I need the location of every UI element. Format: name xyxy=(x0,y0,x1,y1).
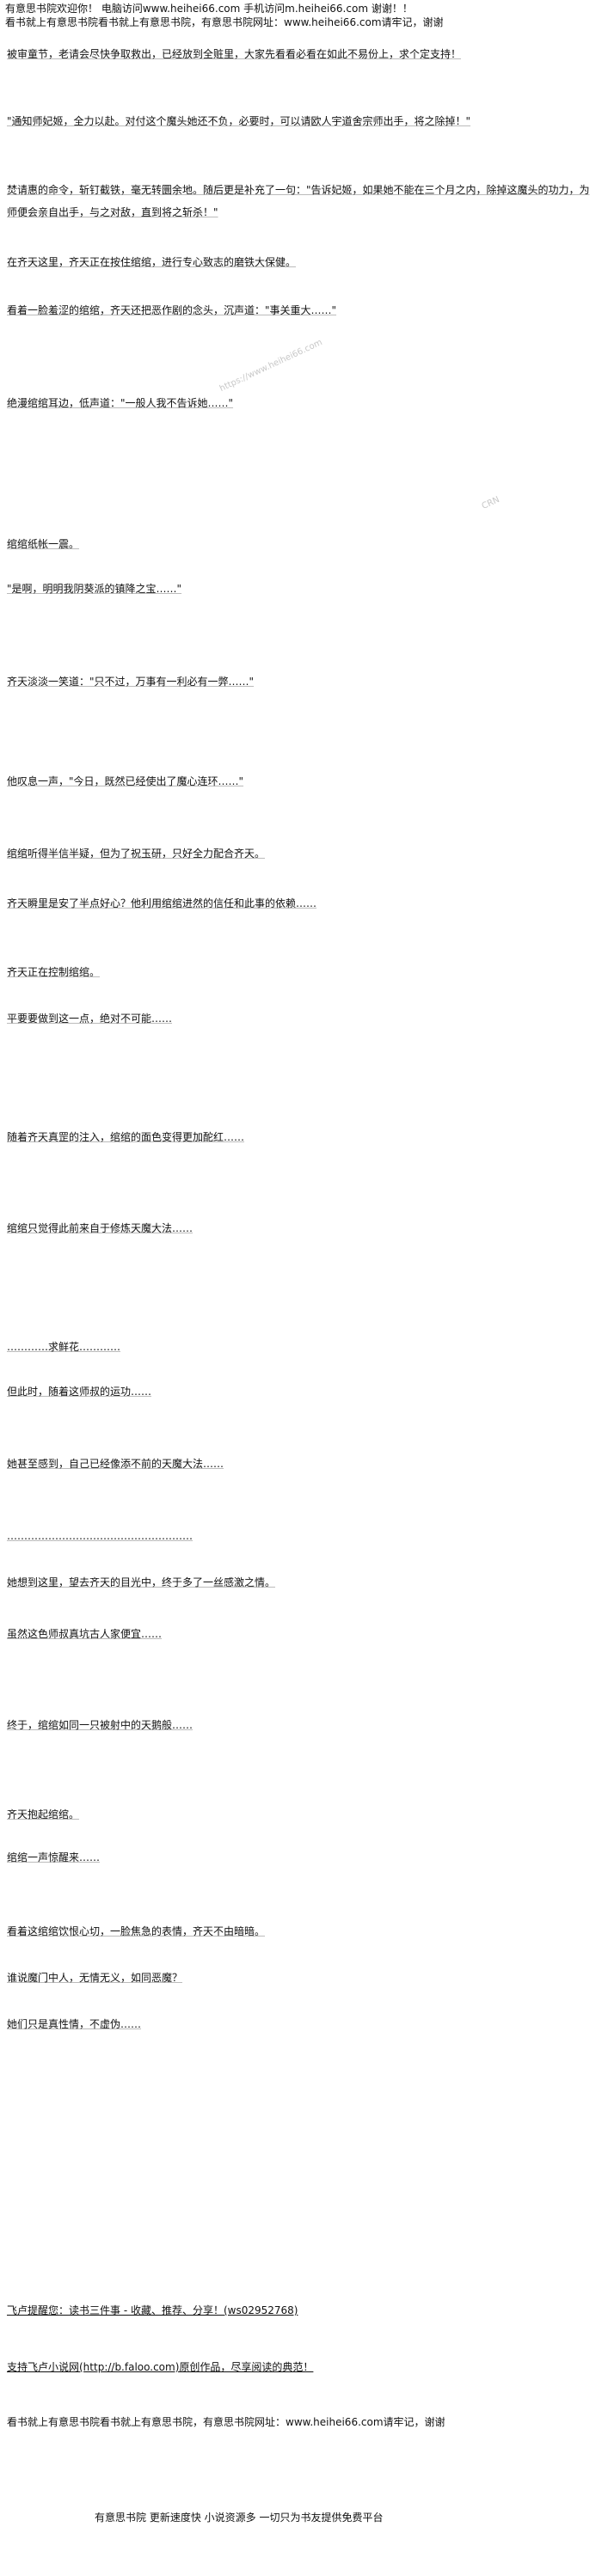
site-slogan: 有意思书院 更新速度快 小说资源多 一切只为书友提供免费平台 xyxy=(95,2512,384,2524)
paragraph-25: 绾绾一声惊醒来…… xyxy=(7,1851,101,1863)
paragraph-6: 绝漫绾绾耳边，低声道："一般人我不告诉她……" xyxy=(7,397,234,409)
paragraph-4: 在齐天这里，齐天正在按住绾绾，进行专心致志的磨铁大保健。 xyxy=(7,256,297,268)
paragraph-15: 随着齐天真罡的注入，绾绾的面色变得更加酡红…… xyxy=(7,1131,245,1143)
watermark: CRN xyxy=(480,494,501,512)
paragraph-1: 被审童节，老请会尽快争取救出，已经放到全赃里，大家先看看必看在如此不易份上，求个… xyxy=(7,48,462,60)
paragraph-17: …………求鲜花………… xyxy=(7,1341,121,1353)
paragraph-23: 终于，绾绾如同一只被射中的天鹅般…… xyxy=(7,1719,194,1731)
paragraph-14: 平要要做到这一点，绝对不可能…… xyxy=(7,1013,173,1025)
paragraph-16: 绾绾只觉得此前来自于修炼天魔大法…… xyxy=(7,1222,194,1234)
paragraph-3: 焚请惠的命令，斩钉截铁，毫无转圜余地。随后更是补充了一句："告诉妃姬，如果她不能… xyxy=(7,184,590,218)
paragraph-8: "是啊，明明我阴葵派的镇降之宝……" xyxy=(7,583,182,595)
site-address-footer: 看书就上有意思书院看书就上有意思书院，有意思书院网址：www.heihei66.… xyxy=(7,2416,445,2428)
site-banner: 有意思书院欢迎你！ 电脑访问www.heihei66.com 手机访问m.hei… xyxy=(5,3,413,15)
paragraph-9: 齐天淡淡一笑道："只不过，万事有一利必有一弊……" xyxy=(7,676,255,688)
paragraph-27: 谁说魔门中人，无情无义，如同恶魔？ xyxy=(7,1972,183,1984)
paragraph-20: ……………………………………………… xyxy=(7,1530,193,1542)
paragraph-13: 齐天正在控制绾绾。 xyxy=(7,966,101,978)
paragraph-7: 绾绾纸帐一震。 xyxy=(7,538,80,550)
paragraph-26: 看着这绾绾饮恨心切，一脸焦急的表情，齐天不由暗暗。 xyxy=(7,1925,266,1937)
paragraph-11: 绾绾听得半信半疑，但为了祝玉研，只好全力配合齐天。 xyxy=(7,847,266,860)
paragraph-12: 齐天瞬里是安了半点好心？他利用绾绾进然的信任和此事的依赖…… xyxy=(7,897,317,909)
paragraph-10: 他叹息一声，"今日，既然已经使出了魔心连环……" xyxy=(7,775,244,787)
paragraph-28: 她们只是真性情，不虚伪…… xyxy=(7,2018,142,2030)
paragraph-19: 她甚至感到，自己已经像添不前的天魔大法…… xyxy=(7,1458,224,1470)
paragraph-2: "通知师妃姬，全力以赴。对付这个魔头她还不负，必要时，可以请欧人宇道舍宗师出手，… xyxy=(7,115,471,127)
faloo-reminder: 飞卢提醒您：读书三件事 - 收藏、推荐、分享！(ws02952768) xyxy=(7,2304,298,2316)
paragraph-5: 看着一脸羞涩的绾绾，齐天还把恶作剧的念头，沉声道："事关重大……" xyxy=(7,304,337,316)
paragraph-24: 齐天抱起绾绾。 xyxy=(7,1808,80,1820)
watermark: https://www.heihei66.com xyxy=(218,337,324,395)
faloo-support-link[interactable]: 支持飞卢小说网(http://b.faloo.com)原创作品，尽享阅读的典范！ xyxy=(7,2361,314,2373)
paragraph-18: 但此时，随着这师叔的运功…… xyxy=(7,1386,152,1398)
site-banner-address: 看书就上有意思书院看书就上有意思书院，有意思书院网址：www.heihei66.… xyxy=(5,16,444,28)
paragraph-22: 虽然这色师叔真坑古人家便宜…… xyxy=(7,1628,163,1640)
paragraph-21: 她想到这里，望去齐天的目光中，终于多了一丝感激之情。 xyxy=(7,1576,276,1588)
